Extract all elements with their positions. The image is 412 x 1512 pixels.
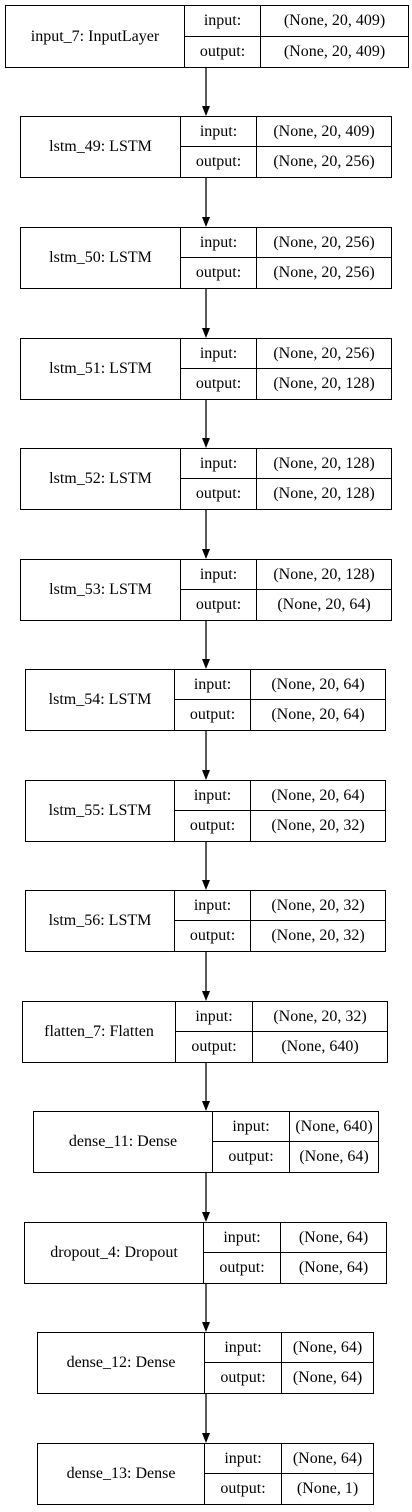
arrow-head: [202, 1433, 210, 1443]
output-shape: (None, 64): [299, 1148, 369, 1165]
output-label: output:: [176, 1032, 253, 1062]
input-label: input:: [176, 1002, 253, 1032]
output-label: output:: [185, 36, 261, 67]
layer-name: dense_11: Dense: [34, 1112, 213, 1172]
input-shape: (None, 20, 256): [257, 339, 391, 369]
output-label: output:: [204, 1253, 281, 1283]
arrow-head: [202, 991, 210, 1001]
input-label: input:: [205, 1444, 282, 1474]
output-label: output:: [181, 258, 257, 288]
arrow-head: [202, 1101, 210, 1111]
output-shape: (None, 20, 128): [273, 375, 375, 392]
layer-name: input_7: InputLayer: [6, 6, 185, 67]
output-label: output:: [181, 479, 257, 509]
input-label: input:: [175, 891, 251, 921]
output-shape: (None, 20, 64): [277, 596, 371, 613]
arrow-head: [202, 770, 210, 780]
output-label: output:: [181, 590, 257, 620]
output-shape: (None, 640): [281, 1038, 359, 1055]
input-shape: (None, 20, 64): [251, 670, 385, 700]
arrow-head: [202, 438, 210, 448]
layer-name: lstm_53: LSTM: [21, 560, 181, 620]
output-shape: (None, 64): [298, 1259, 369, 1276]
output-shape: (None, 20, 256): [273, 153, 375, 170]
output-shape: (None, 20, 409): [283, 42, 386, 60]
input-label: input:: [181, 449, 257, 479]
input-label: input:: [181, 228, 257, 258]
arrow-head: [202, 1212, 210, 1222]
output-shape: (None, 20, 128): [273, 485, 375, 502]
output-label: output:: [205, 1474, 282, 1504]
input-shape: (None, 20, 256): [257, 228, 391, 258]
arrow-head: [202, 880, 210, 890]
arrow-head: [202, 1322, 210, 1332]
input-label: input:: [205, 1333, 282, 1363]
input-shape: (None, 20, 64): [251, 781, 385, 811]
input-shape: (None, 20, 32): [253, 1002, 387, 1032]
input-shape: (None, 20, 409): [261, 6, 408, 37]
layer-name: flatten_7: Flatten: [23, 1002, 176, 1062]
output-label: output:: [181, 369, 257, 399]
output-label: output:: [175, 700, 251, 730]
input-label: input:: [175, 670, 251, 700]
arrow-head: [202, 549, 210, 559]
layer-name: lstm_49: LSTM: [21, 117, 181, 177]
input-shape: (None, 20, 128): [257, 560, 391, 590]
output-shape: (None, 64): [292, 1369, 363, 1386]
layer-name: dense_12: Dense: [38, 1333, 205, 1393]
layer-name: lstm_51: LSTM: [21, 339, 181, 399]
layer-name: dropout_4: Dropout: [25, 1223, 204, 1283]
layer-name: dense_13: Dense: [38, 1444, 205, 1504]
input-shape: (None, 64): [282, 1444, 373, 1474]
input-shape: (None, 20, 409): [257, 117, 391, 147]
input-label: input:: [181, 560, 257, 590]
input-shape: (None, 640): [290, 1112, 378, 1142]
output-label: output:: [175, 921, 251, 951]
output-label: output:: [175, 811, 251, 841]
output-shape: (None, 20, 256): [273, 264, 375, 281]
arrow-head: [202, 217, 210, 227]
output-shape: (None, 1): [296, 1480, 359, 1497]
arrow-head: [202, 659, 210, 669]
input-label: input:: [185, 6, 261, 37]
input-label: input:: [204, 1223, 281, 1253]
input-label: input:: [175, 781, 251, 811]
input-shape: (None, 64): [281, 1223, 386, 1253]
output-label: output:: [205, 1363, 282, 1393]
output-label: output:: [213, 1142, 290, 1172]
input-shape: (None, 20, 128): [257, 449, 391, 479]
arrow-head: [202, 106, 210, 116]
arrow-head: [202, 328, 210, 338]
output-shape: (None, 20, 32): [271, 927, 365, 944]
input-shape: (None, 64): [282, 1333, 373, 1363]
layer-name: lstm_56: LSTM: [26, 891, 175, 951]
output-shape: (None, 20, 32): [271, 817, 365, 834]
output-shape: (None, 20, 64): [271, 706, 365, 723]
layer-name: lstm_54: LSTM: [26, 670, 175, 730]
layer-name: lstm_55: LSTM: [26, 781, 175, 841]
input-label: input:: [213, 1112, 290, 1142]
input-label: input:: [181, 117, 257, 147]
layer-name: lstm_50: LSTM: [21, 228, 181, 288]
input-shape: (None, 20, 32): [251, 891, 385, 921]
output-label: output:: [181, 147, 257, 177]
input-label: input:: [181, 339, 257, 369]
layer-name: lstm_52: LSTM: [21, 449, 181, 509]
